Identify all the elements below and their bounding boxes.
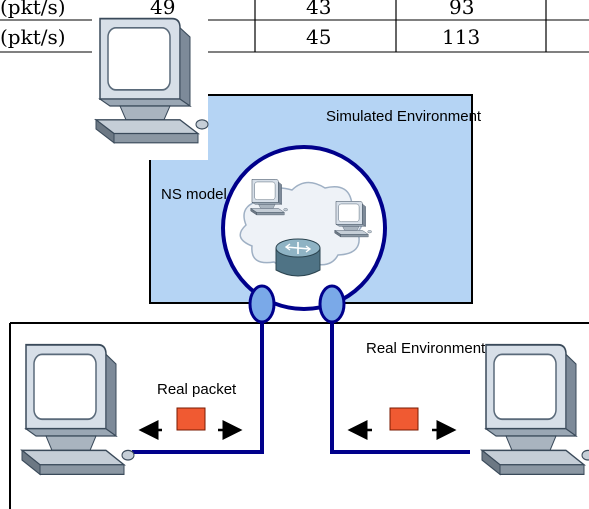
desktop-computer-icon: [21, 343, 135, 476]
table-cell: 43: [306, 0, 332, 19]
desktop-computer-icon: [92, 0, 209, 160]
tap-port-right: [318, 284, 346, 324]
table-cell: 113: [442, 25, 481, 49]
desktop-computer-icon: [481, 343, 589, 476]
wire-left: [132, 312, 264, 454]
table-cell: 45: [306, 25, 332, 49]
router-icon: [275, 238, 321, 277]
ns-model-label: NS model: [161, 186, 227, 203]
wire-right: [330, 312, 470, 454]
table-cell: 93: [449, 0, 475, 19]
table-row-label: (pkt/s): [0, 25, 66, 49]
tap-port-left: [248, 284, 276, 324]
table-cell: 49: [150, 0, 176, 19]
simulated-environment-label: Simulated Environment: [326, 108, 482, 125]
packet-icon: [176, 407, 206, 431]
packet-icon: [389, 407, 419, 431]
table-row-label: (pkt/s): [0, 0, 66, 19]
real-environment-box: [9, 322, 589, 509]
results-table: [0, 0, 589, 53]
real-packet-label: Real packet: [157, 381, 237, 398]
real-environment-label: Real Environment: [366, 340, 486, 357]
